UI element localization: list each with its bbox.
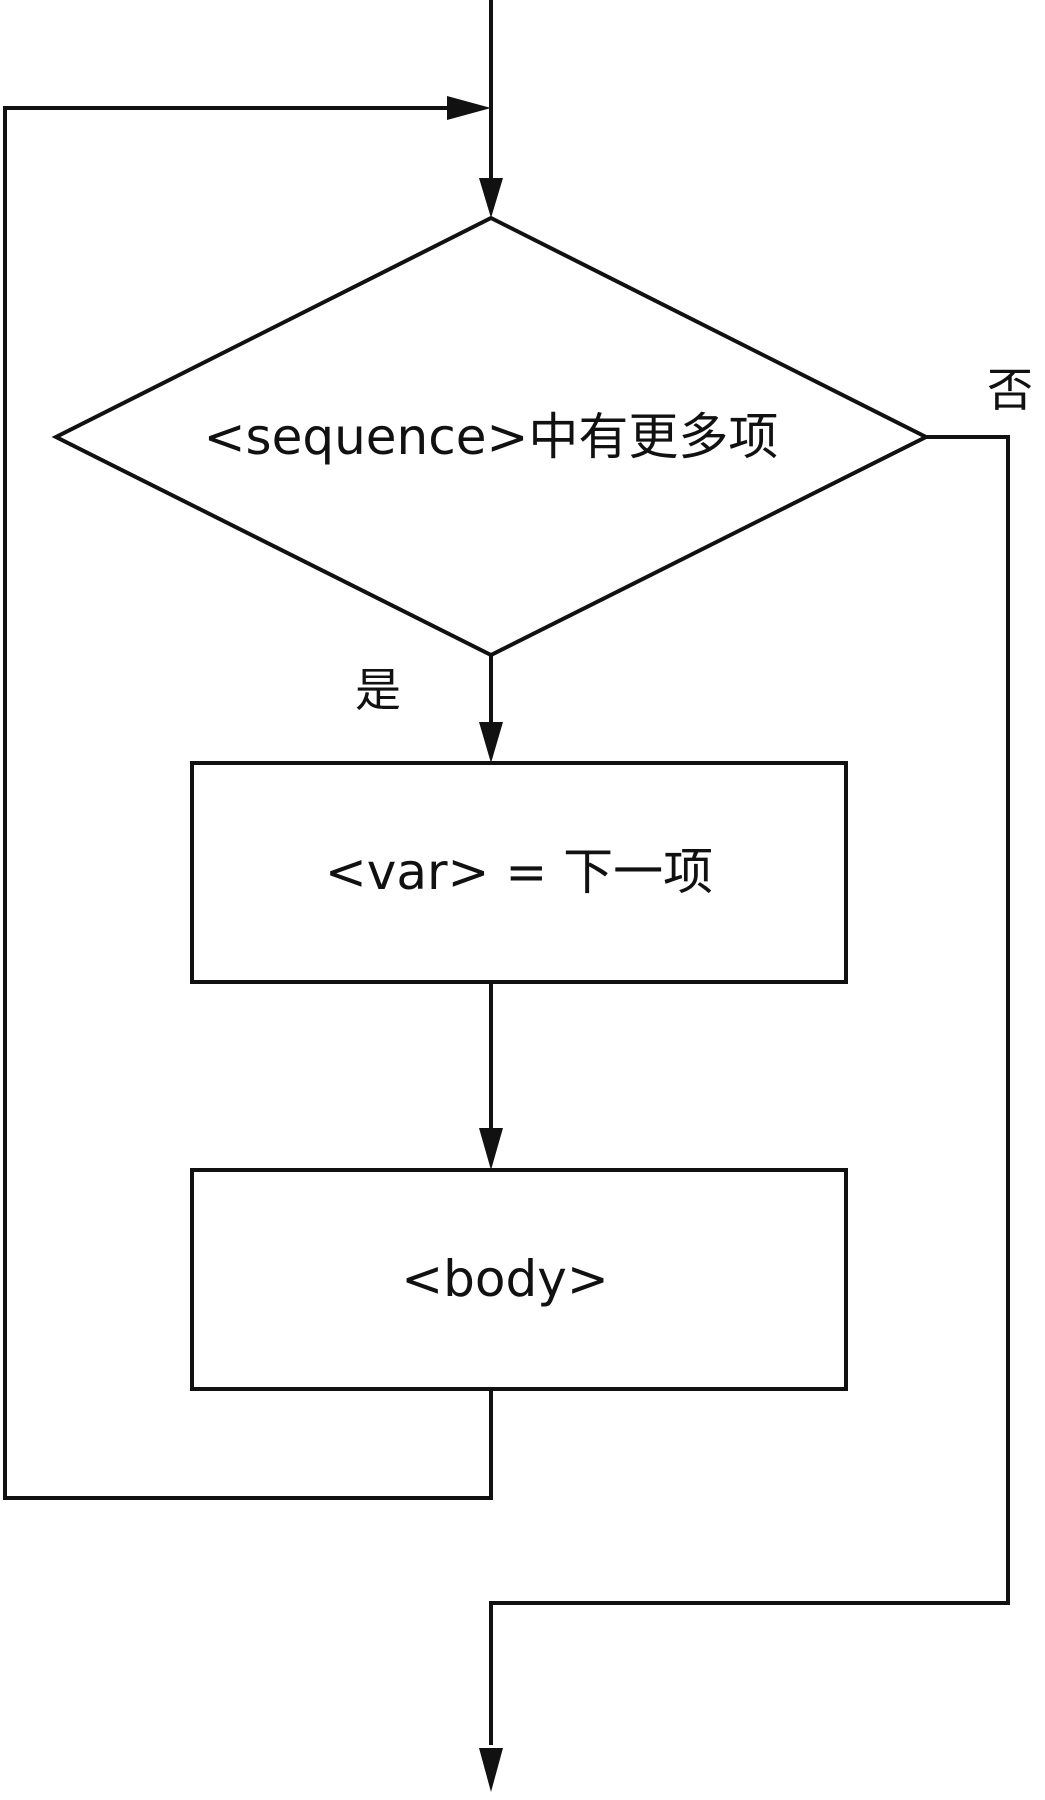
- yes-label: 是: [355, 663, 401, 717]
- entry-arrowhead: [479, 178, 503, 218]
- yes-arrowhead: [479, 722, 503, 763]
- decision-diamond: [51, 215, 931, 658]
- no-arrow: [489, 435, 1010, 1745]
- assign-next-box: [190, 761, 848, 984]
- no-label: 否: [987, 363, 1033, 417]
- step-to-body-arrowhead: [479, 1128, 503, 1170]
- body-box: [190, 1168, 848, 1391]
- assign-next-label: <var> = 下一项: [325, 843, 713, 901]
- body-label: <body>: [401, 1250, 608, 1308]
- decision-label: <sequence>中有更多项: [204, 408, 779, 466]
- loop-back-arrowhead: [447, 96, 491, 120]
- loop-back-arrow: [3, 106, 493, 1500]
- exit-arrowhead: [479, 1748, 503, 1792]
